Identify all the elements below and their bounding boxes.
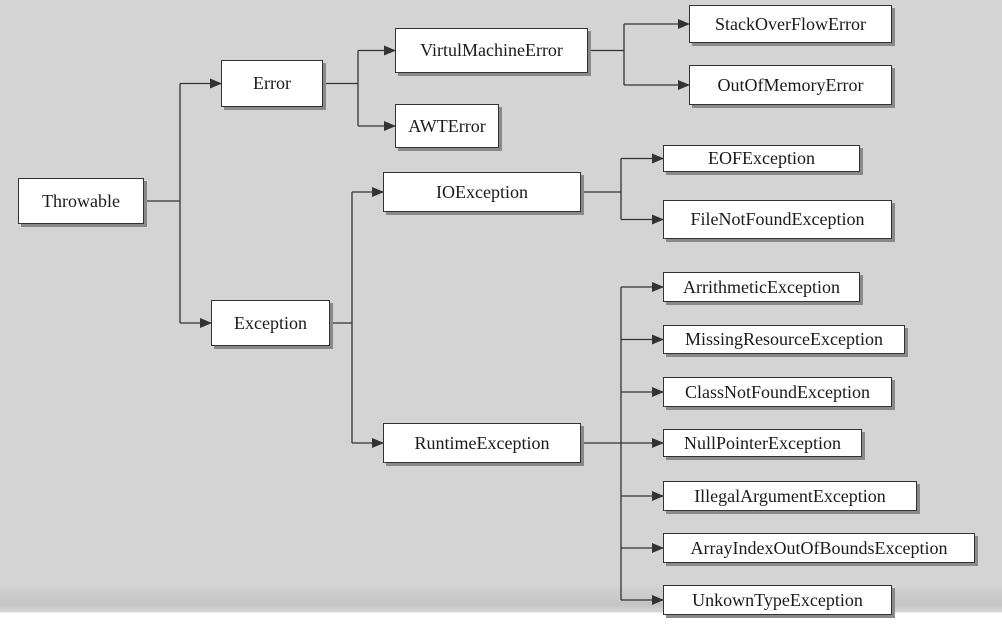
node-unkown-type-exception: UnkownTypeException bbox=[663, 585, 892, 615]
node-awt-error: AWTError bbox=[395, 104, 499, 148]
node-file-not-found-exception: FileNotFoundException bbox=[663, 200, 892, 239]
node-arrithmetic-exception: ArrithmeticException bbox=[663, 272, 860, 302]
node-runtime-exception: RuntimeException bbox=[383, 423, 581, 463]
node-stack-over-flow-error: StackOverFlowError bbox=[689, 5, 892, 43]
node-class-not-found-exception: ClassNotFoundException bbox=[663, 377, 892, 407]
node-null-pointer-exception: NullPointerException bbox=[663, 429, 862, 457]
node-io-exception: IOException bbox=[383, 172, 581, 212]
node-out-of-memory-error: OutOfMemoryError bbox=[689, 65, 892, 105]
node-throwable: Throwable bbox=[18, 178, 144, 224]
node-exception: Exception bbox=[211, 300, 330, 346]
node-illegal-argument-exception: IllegalArgumentException bbox=[663, 481, 917, 511]
node-error: Error bbox=[221, 60, 323, 107]
node-eof-exception: EOFException bbox=[663, 145, 860, 172]
node-virtul-machine-error: VirtulMachineError bbox=[395, 28, 588, 73]
node-missing-resource-exception: MissingResourceException bbox=[663, 325, 905, 354]
node-array-index-out-of-bounds-exception: ArrayIndexOutOfBoundsException bbox=[663, 533, 975, 563]
